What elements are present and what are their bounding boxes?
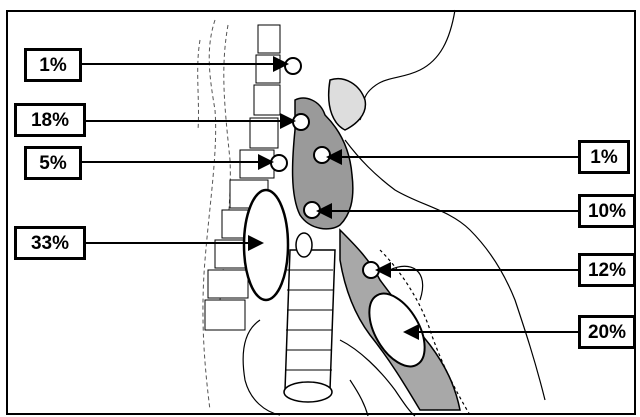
node-5pct	[271, 155, 287, 171]
node-18pct	[293, 114, 309, 130]
node-12pct	[363, 262, 379, 278]
label-5pct-left: 5%	[24, 146, 82, 180]
neck-outline	[345, 10, 545, 415]
label-10pct-right: 10%	[578, 194, 636, 228]
large-ellipse	[244, 190, 288, 300]
label-1pct-right: 1%	[578, 140, 630, 174]
trachea	[284, 233, 335, 402]
label-33pct-left: 33%	[14, 226, 86, 260]
label-12pct-right: 12%	[578, 253, 636, 287]
node-1pct-right	[314, 147, 330, 163]
node-1pct-top	[285, 58, 301, 74]
label-1pct-top-left: 1%	[24, 48, 82, 82]
label-18pct-left: 18%	[14, 103, 86, 137]
label-20pct-right: 20%	[578, 315, 636, 349]
node-10pct	[304, 202, 320, 218]
